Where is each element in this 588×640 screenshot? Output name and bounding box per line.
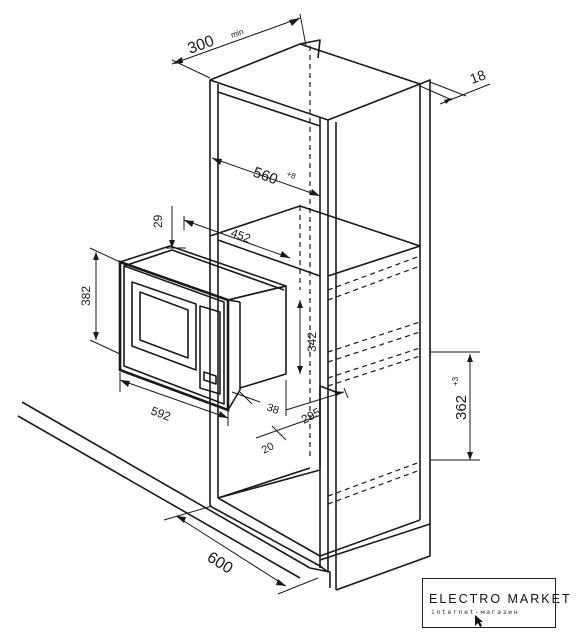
svg-text:min: min — [230, 27, 245, 40]
dim-29-value: 29 — [151, 214, 165, 228]
dimension-342: 342 — [297, 300, 319, 374]
dimension-18: 18 — [419, 66, 491, 105]
dimension-29: 29 — [151, 206, 186, 249]
dim-362-tolerance: +3 — [451, 376, 460, 386]
logo-subtitle: internet-магазин — [431, 608, 520, 616]
dim-38-value: 38 — [265, 402, 281, 417]
dim-592-value: 592 — [149, 404, 173, 424]
dim-362-value: 362 — [453, 395, 470, 420]
dim-382-value: 382 — [79, 286, 93, 306]
cursor-icon — [475, 615, 483, 627]
dim-452-value: 452 — [229, 226, 253, 246]
dim-560-value: 560 — [251, 164, 280, 189]
dim-342-value: 342 — [305, 332, 319, 352]
dim-18-value: 18 — [468, 66, 488, 86]
dim-600-value: 600 — [204, 549, 236, 578]
dimension-560: 560 +8 — [211, 157, 321, 197]
electro-market-logo: ELECTRO MARKET internet-магазин — [422, 578, 570, 628]
dim-560-tolerance: +8 — [285, 169, 297, 181]
dimension-38: 38 — [231, 391, 281, 417]
logo-title: ELECTRO MARKET — [429, 592, 572, 606]
dimension-20: 20 — [255, 415, 319, 457]
dimension-295: 295 — [285, 380, 349, 427]
cabinet — [209, 39, 431, 591]
dimension-600: 600 — [163, 505, 319, 595]
dimension-452: 452 — [183, 216, 291, 259]
dim-20-value: 20 — [260, 440, 276, 456]
microwave — [118, 245, 287, 412]
svg-text:300: 300 — [186, 33, 217, 58]
dimension-592: 592 — [119, 372, 229, 426]
floor-line — [17, 401, 331, 588]
dim-300-value: 300 — [186, 33, 217, 58]
dimension-382: 382 — [79, 247, 121, 355]
dim-300-suffix: min — [230, 27, 245, 40]
dimension-362: 362 +3 — [430, 351, 480, 461]
